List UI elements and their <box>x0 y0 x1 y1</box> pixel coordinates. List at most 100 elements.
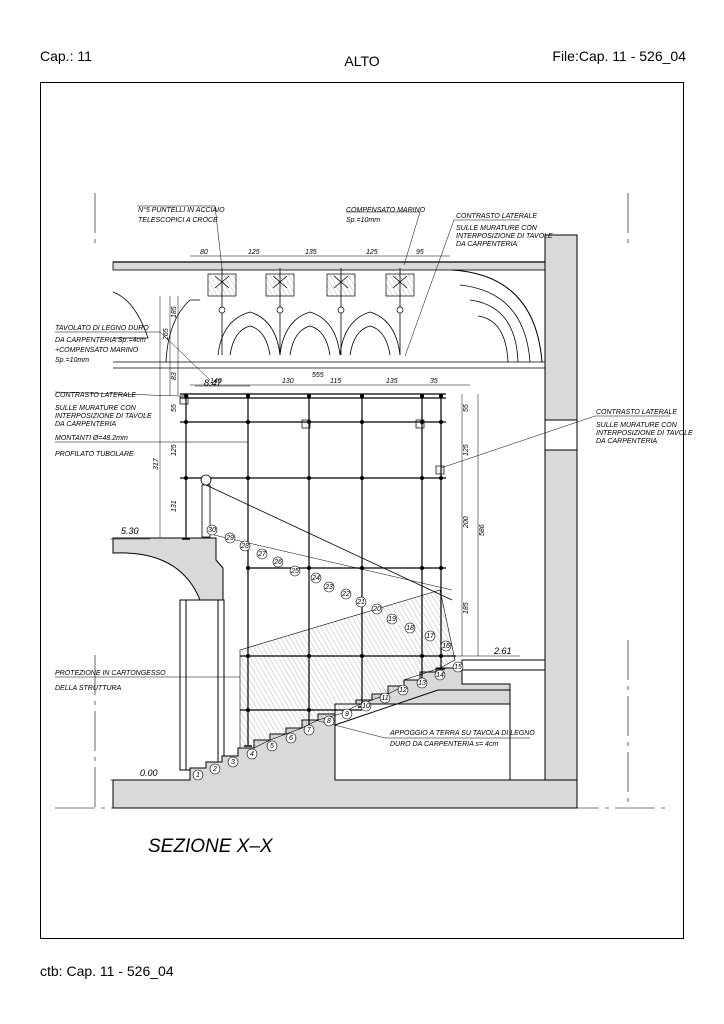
step-number: 6 <box>289 735 293 742</box>
note-protection-line2: DELLA STRUTTURA <box>55 685 122 692</box>
step-number: 18 <box>406 625 414 632</box>
note-decking-line1: TAVOLATO DI LEGNO DURO <box>55 325 149 332</box>
lateral-contrast-pads <box>179 395 445 475</box>
dim-right-2: 125 <box>463 444 470 456</box>
step-number: 13 <box>418 680 426 687</box>
dim-deck-2: 130 <box>282 378 294 385</box>
step-bubble <box>424 630 436 642</box>
dim-deck-6: 35 <box>430 378 438 385</box>
note-props-line1: N°5 PUNTELLI IN ACCIAIO <box>138 206 225 214</box>
step-bubble <box>386 613 398 625</box>
step-bubble <box>323 581 335 593</box>
step-bubble <box>266 740 278 752</box>
level-ground: 0.00 <box>140 768 158 778</box>
step-number: 3 <box>231 759 235 766</box>
dimension-lines <box>110 255 520 781</box>
note-lateral-right-line4: DA CARPENTERIA <box>596 438 658 445</box>
dim-deck-3: 555 <box>312 372 324 379</box>
dim-left-4: 55 <box>171 404 178 412</box>
step-bubble <box>416 677 428 689</box>
note-lateral-left-line3: INTERPOSIZIONE DI TAVOLE <box>55 413 152 420</box>
step-number: 2 <box>212 766 217 773</box>
level-landing-right: 2.61 <box>493 646 512 656</box>
note-lateral-left-line4: DA CARPENTERIA <box>55 421 117 428</box>
prop-heads <box>207 273 415 297</box>
step-number: 5 <box>270 743 274 750</box>
dim-left-5: 125 <box>171 444 178 456</box>
dim-left-2: 265 <box>163 328 170 341</box>
step-number: 7 <box>307 727 312 734</box>
balustrade <box>200 474 453 601</box>
step-number: 14 <box>436 672 444 679</box>
step-number: 12 <box>399 687 407 694</box>
prop-collars <box>218 306 404 314</box>
dim-top-5: 95 <box>416 249 424 256</box>
dim-left-3: 83 <box>171 372 178 380</box>
note-support-line2: DURO DA CARPENTERIA s= 4cm <box>390 741 498 748</box>
step-bubble <box>289 565 301 577</box>
step-bubble <box>404 622 416 634</box>
note-lateral-top-line3: INTERPOSIZIONE DI TAVOLE <box>456 233 553 240</box>
dim-deck-4: 115 <box>330 378 341 385</box>
step-number: 25 <box>290 568 299 575</box>
step-number: 26 <box>273 559 282 566</box>
scaffold-couplers <box>184 394 443 712</box>
level-markers: 0.00 5.30 8.47 2.61 <box>121 378 512 778</box>
step-number: 30 <box>208 527 216 534</box>
dim-right-1: 55 <box>463 404 470 412</box>
scaffold-standards <box>185 395 442 745</box>
dim-deck-1: 140 <box>210 378 222 385</box>
step-bubble <box>285 732 297 744</box>
step-bubble <box>371 603 383 615</box>
dim-left-1: 185 <box>171 306 178 318</box>
level-deck: 8.47 <box>204 378 223 388</box>
dim-top-1: 80 <box>200 249 208 256</box>
dim-top-2: 125 <box>248 249 260 256</box>
step-bubble <box>397 684 409 696</box>
note-lateral-top-line1: CONTRASTO LATERALE <box>456 213 537 220</box>
step-bubble <box>341 708 353 720</box>
step-number: 4 <box>250 751 254 758</box>
step-bubble <box>452 661 464 673</box>
step-number: 19 <box>388 616 396 623</box>
step-bubble <box>355 596 367 608</box>
step-bubble <box>256 548 268 560</box>
step-number: 23 <box>324 584 333 591</box>
step-bubble <box>434 669 446 681</box>
step-number: 29 <box>225 535 234 542</box>
step-number: 22 <box>341 591 350 598</box>
step-bubble <box>209 763 221 775</box>
note-plywood-line2: Sp.=10mm <box>346 217 380 224</box>
section-title: SEZIONE X–X <box>148 836 274 857</box>
step-bubble <box>227 756 239 768</box>
ceiling-vault <box>112 261 546 369</box>
note-decking-line3: +COMPENSATO MARINO <box>55 347 139 354</box>
note-uprights-line1: MONTANTI Ø=48.2mm <box>55 435 128 442</box>
note-lateral-left-line1: CONTRASTO LATERALE <box>55 392 136 399</box>
step-number: 8 <box>327 718 331 725</box>
drawing-frame <box>40 82 684 939</box>
step-bubble <box>206 524 218 536</box>
step-number: 16 <box>442 643 450 650</box>
step-number: 17 <box>426 633 435 640</box>
step-number: 27 <box>257 551 267 558</box>
note-decking-line4: Sp.=10mm <box>55 357 89 364</box>
page-header-file: File:Cap. 11 - 526_04 <box>552 48 686 64</box>
step-number: 28 <box>240 543 249 550</box>
step-number-bubbles: 1234567891011121314151617181920212223242… <box>192 524 464 781</box>
step-bubble <box>246 748 258 760</box>
note-props-line2: TELESCOPICI A CROCE <box>138 217 218 224</box>
step-bubble <box>239 540 251 552</box>
dim-top-3: 135 <box>305 249 317 256</box>
step-number: 20 <box>372 606 381 613</box>
step-number: 10 <box>362 703 370 710</box>
step-number: 9 <box>345 711 349 718</box>
dim-top-4: 125 <box>366 249 378 256</box>
page-header-chapter: Cap.: 11 <box>40 48 92 64</box>
step-bubble <box>440 640 452 652</box>
step-bubble <box>323 715 335 727</box>
telescopic-props <box>214 268 408 355</box>
step-number: 1 <box>196 772 200 779</box>
step-bubble <box>340 588 352 600</box>
left-arch <box>112 537 225 771</box>
